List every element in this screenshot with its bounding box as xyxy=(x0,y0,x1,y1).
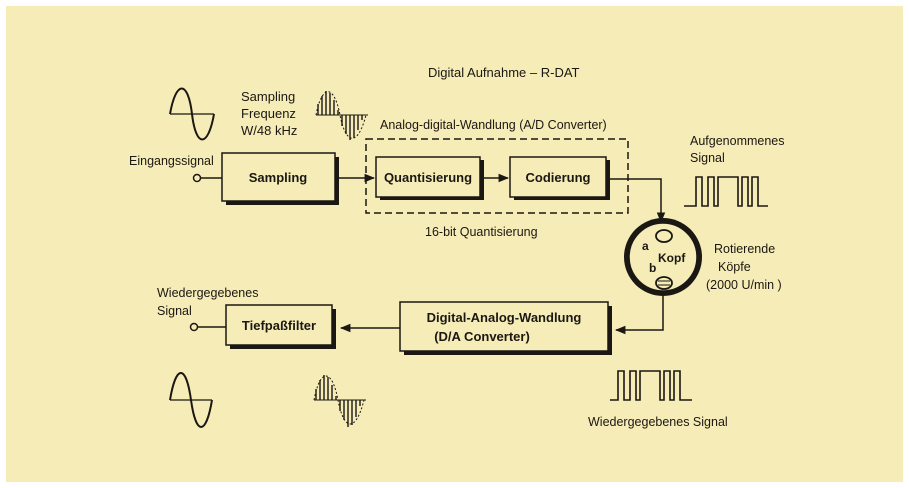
output-sine-wave-icon xyxy=(169,372,213,428)
quantisierung-block xyxy=(375,156,481,198)
input-terminal-icon xyxy=(192,173,202,183)
codierung-block xyxy=(509,156,607,198)
head-a-label: a xyxy=(642,239,649,253)
codierung-to-head-line xyxy=(610,178,666,224)
recorded-pulse-train-icon xyxy=(684,176,768,207)
rotating-head-drum xyxy=(624,218,702,296)
sampling-freq-line-2: Frequenz xyxy=(241,106,296,121)
ad-converter-label: Analog-digital-Wandlung (A/D Converter) xyxy=(380,118,607,132)
head-b-label: b xyxy=(649,261,656,275)
quantisierung-block-label: Quantisierung xyxy=(384,170,472,185)
sampling-freq-line-1: Sampling xyxy=(241,89,295,104)
head-kopf-label: Kopf xyxy=(658,251,686,265)
quant-bits-label: 16-bit Quantisierung xyxy=(425,225,538,239)
replayed-signal-label: Wiedergegebenes Signal xyxy=(588,415,728,429)
tiefpass-block xyxy=(225,304,333,346)
sampled-wave-icon xyxy=(315,91,368,140)
da-converter-line-2: (D/A Converter) xyxy=(434,329,530,344)
rotating-heads-line-2: Köpfe xyxy=(718,260,751,274)
recorded-signal-line-2: Signal xyxy=(690,151,725,165)
da-converter-line-1: Digital-Analog-Wandlung xyxy=(427,310,582,325)
rotating-heads-line-1: Rotierende xyxy=(714,242,775,256)
input-sine-wave-icon xyxy=(169,87,215,141)
recorded-signal-line-1: Aufgenommenes xyxy=(690,134,785,148)
input-signal-label: Eingangssignal xyxy=(129,154,214,168)
output-signal-line-2: Signal xyxy=(157,304,192,318)
sampled-wave-bottom-icon xyxy=(313,375,366,427)
tiefpass-block-label: Tiefpaßfilter xyxy=(242,318,316,333)
sampling-freq-line-3: W/48 kHz xyxy=(241,123,297,138)
da-converter-block xyxy=(399,301,609,352)
diagram-title: Digital Aufnahme – R-DAT xyxy=(428,65,580,80)
codierung-block-label: Codierung xyxy=(526,170,591,185)
ad-converter-group xyxy=(365,138,629,214)
output-terminal-icon xyxy=(189,322,199,332)
replayed-pulse-train-icon xyxy=(610,370,692,401)
background-panel xyxy=(6,6,903,482)
head-to-da-line xyxy=(614,296,664,335)
rotating-heads-line-3: (2000 U/min ) xyxy=(706,278,782,292)
sampling-block-label: Sampling xyxy=(249,170,308,185)
output-signal-line-1: Wiedergegebenes xyxy=(157,286,258,300)
sampling-block xyxy=(221,152,336,202)
